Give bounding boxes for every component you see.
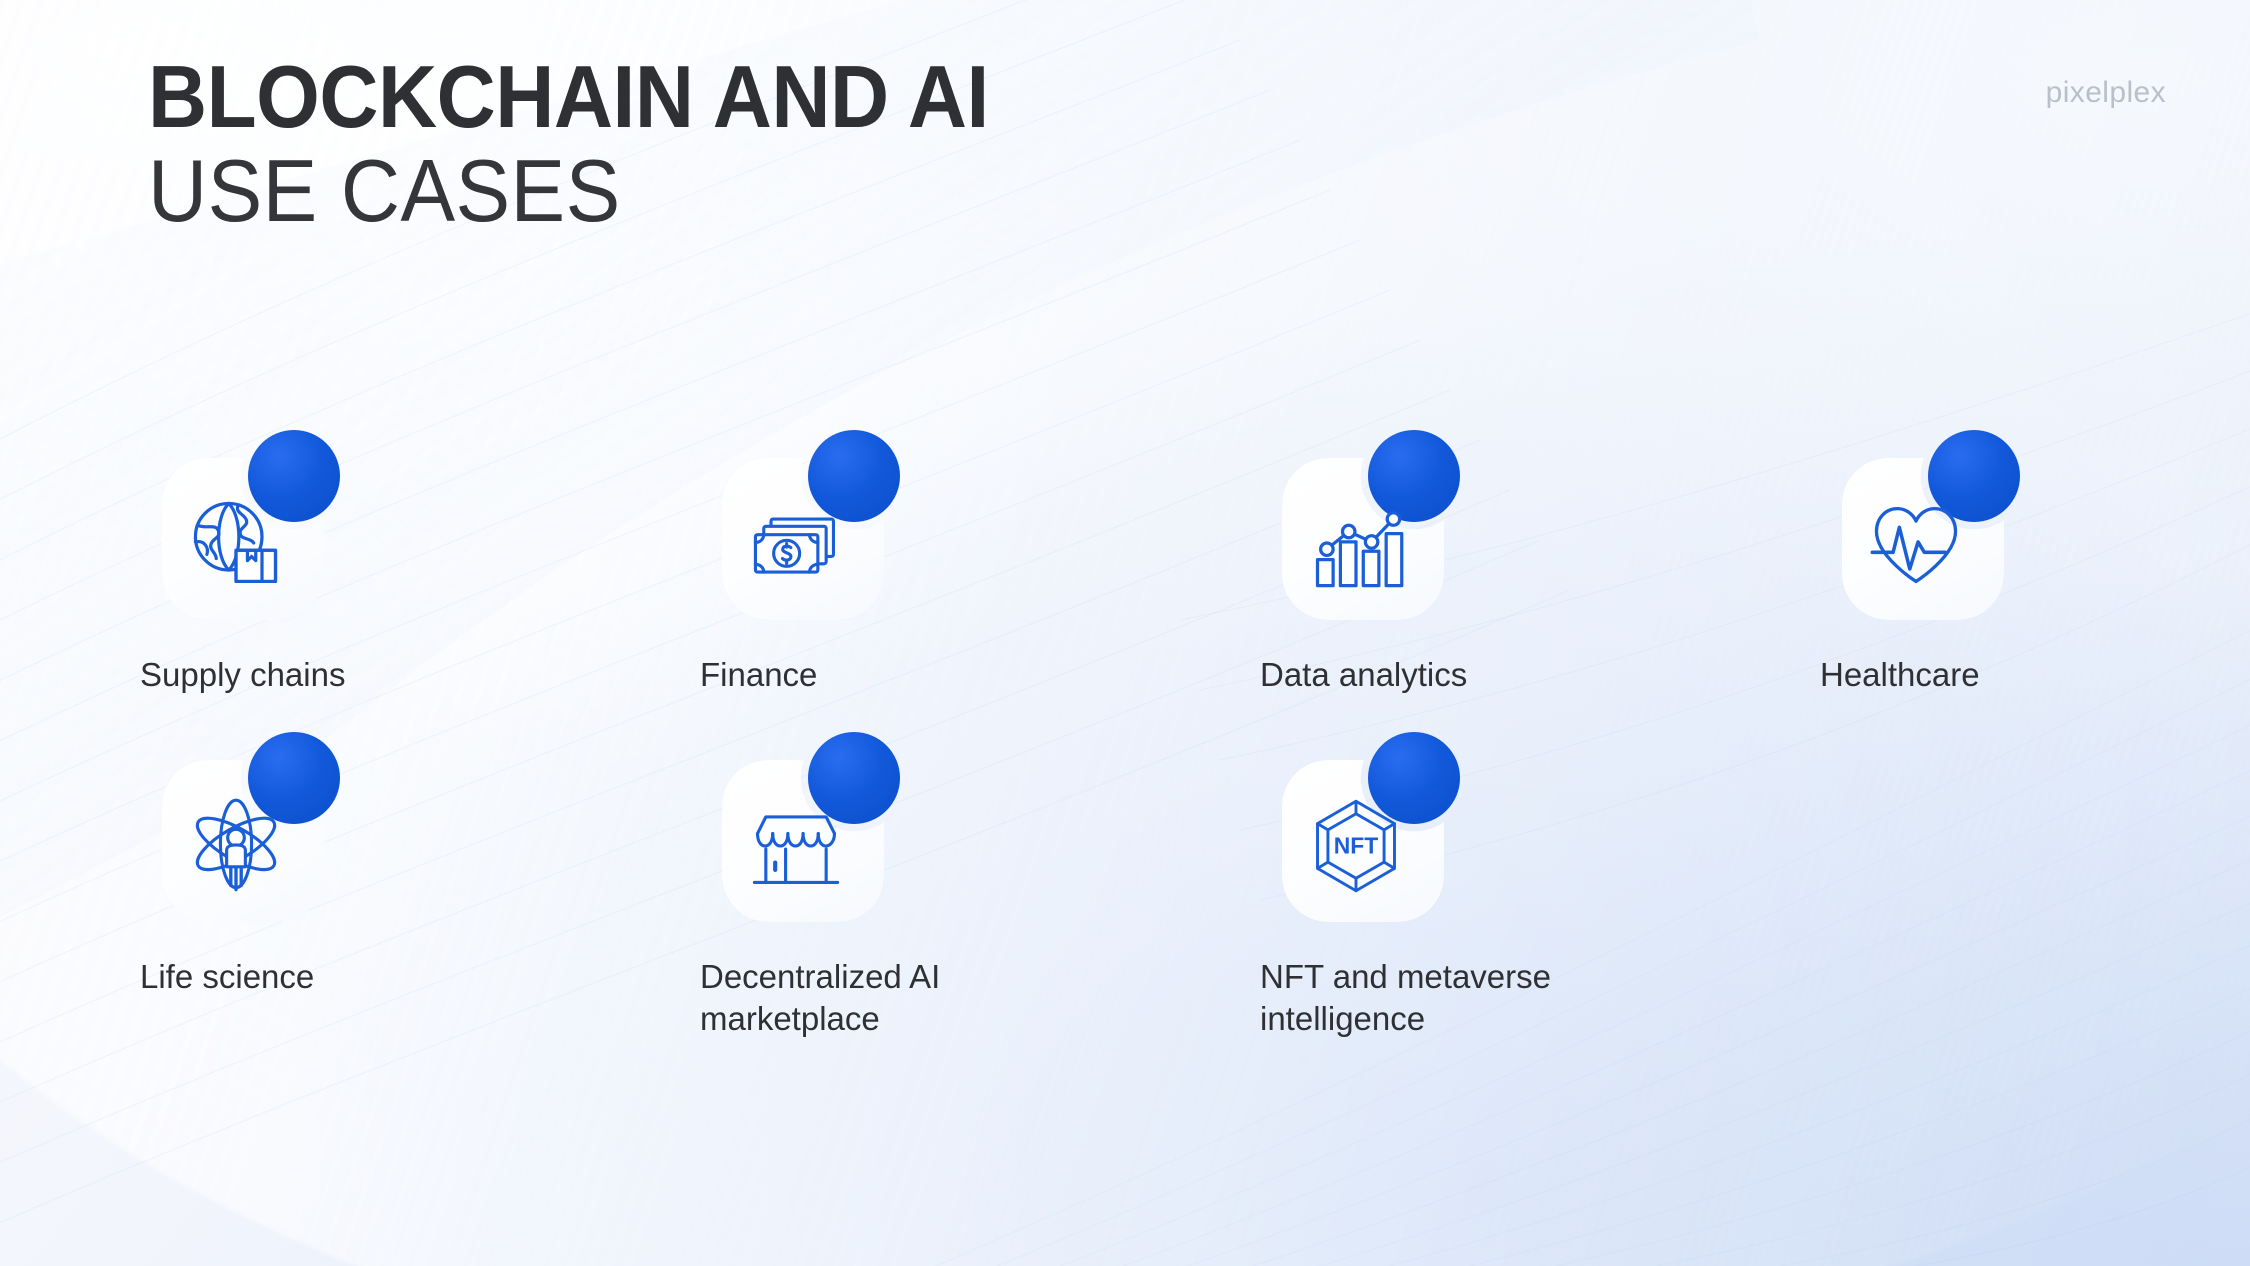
use-case-label: Healthcare	[1820, 656, 1980, 693]
accent-bubble	[808, 731, 900, 824]
pixelplex-logo: pixelplex	[2045, 76, 2166, 109]
use-case-label: Finance	[700, 656, 818, 693]
use-case-decentralized-ai-marketplace[interactable]: Decentralized AI marketplace	[700, 731, 1260, 1040]
use-case-grid: Supply chains	[140, 430, 2160, 1040]
use-case-row-2: Life science	[140, 731, 2160, 1040]
storefront-icon	[744, 794, 848, 898]
card-supply-chains[interactable]	[162, 430, 352, 620]
use-case-label: Life science	[140, 957, 315, 995]
title-line-primary: BLOCKCHAIN AND AI	[148, 47, 989, 146]
title-line-secondary: USE CASES	[148, 140, 621, 240]
nft-hexagon-icon: NFT	[1304, 794, 1408, 898]
banknotes-dollar-icon	[744, 492, 848, 596]
atom-rocket-icon	[184, 794, 288, 898]
accent-bubble	[808, 430, 900, 522]
card-life-science[interactable]	[162, 731, 352, 922]
nft-icon-text: NFT	[1334, 832, 1378, 858]
page-title: BLOCKCHAIN AND AI USE CASES	[148, 52, 1052, 240]
use-case-label: NFT and metaverse intelligence	[1260, 957, 1552, 1037]
card-decentralized-ai-marketplace[interactable]	[722, 731, 912, 922]
accent-bubble	[248, 731, 340, 824]
bar-chart-trend-icon	[1304, 492, 1408, 596]
use-case-label: Supply chains	[140, 656, 346, 693]
use-case-label: Decentralized AI marketplace	[700, 957, 941, 1037]
card-finance[interactable]	[722, 430, 912, 620]
use-case-row-1: Supply chains	[140, 430, 2160, 696]
use-case-nft-metaverse[interactable]: NFT NFT and metaverse intelligence	[1260, 731, 1820, 1040]
accent-bubble	[1928, 430, 2020, 522]
globe-package-icon	[184, 492, 288, 596]
use-case-life-science[interactable]: Life science	[140, 731, 700, 998]
card-healthcare[interactable]	[1842, 430, 2032, 620]
use-case-finance[interactable]: Finance	[700, 430, 1260, 696]
card-data-analytics[interactable]	[1282, 430, 1472, 620]
accent-bubble	[1368, 430, 1460, 522]
use-case-healthcare[interactable]: Healthcare	[1820, 430, 2250, 696]
use-case-supply-chains[interactable]: Supply chains	[140, 430, 700, 696]
accent-bubble	[1368, 731, 1460, 824]
use-case-label: Data analytics	[1260, 656, 1468, 693]
use-case-data-analytics[interactable]: Data analytics	[1260, 430, 1820, 696]
card-nft-metaverse[interactable]: NFT	[1282, 731, 1472, 922]
heart-pulse-icon	[1864, 492, 1968, 596]
accent-bubble	[248, 430, 340, 522]
